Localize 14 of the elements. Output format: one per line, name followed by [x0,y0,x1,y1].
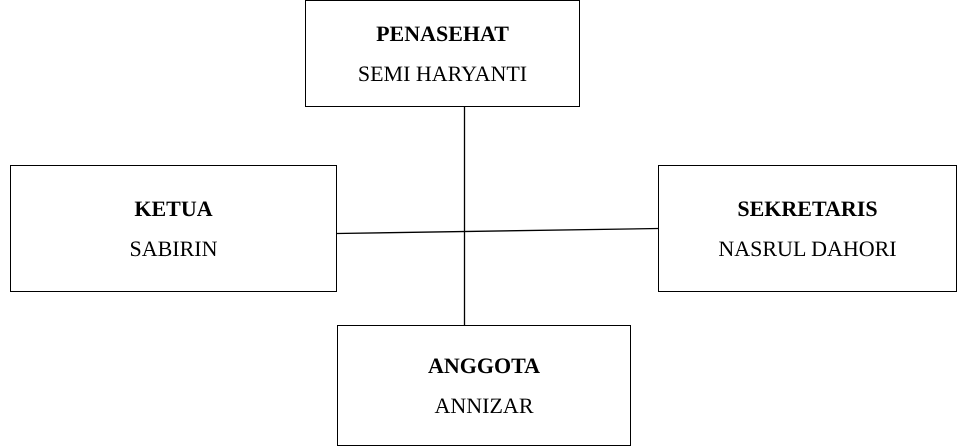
person-name: NASRUL DAHORI [718,236,897,262]
role-title: KETUA [134,196,213,222]
role-title: ANGGOTA [428,352,540,378]
org-box [305,0,580,107]
person-name: SEMI HARYANTI [358,60,528,86]
role-title: SEKRETARIS [737,196,878,222]
org-box [337,325,631,446]
connector-line [464,107,466,325]
person-name: ANNIZAR [434,392,534,418]
role-title: PENASEHAT [376,20,509,46]
org-box [10,165,337,292]
person-name: SABIRIN [129,236,218,262]
org-box [658,165,957,292]
connector-line [336,228,658,234]
